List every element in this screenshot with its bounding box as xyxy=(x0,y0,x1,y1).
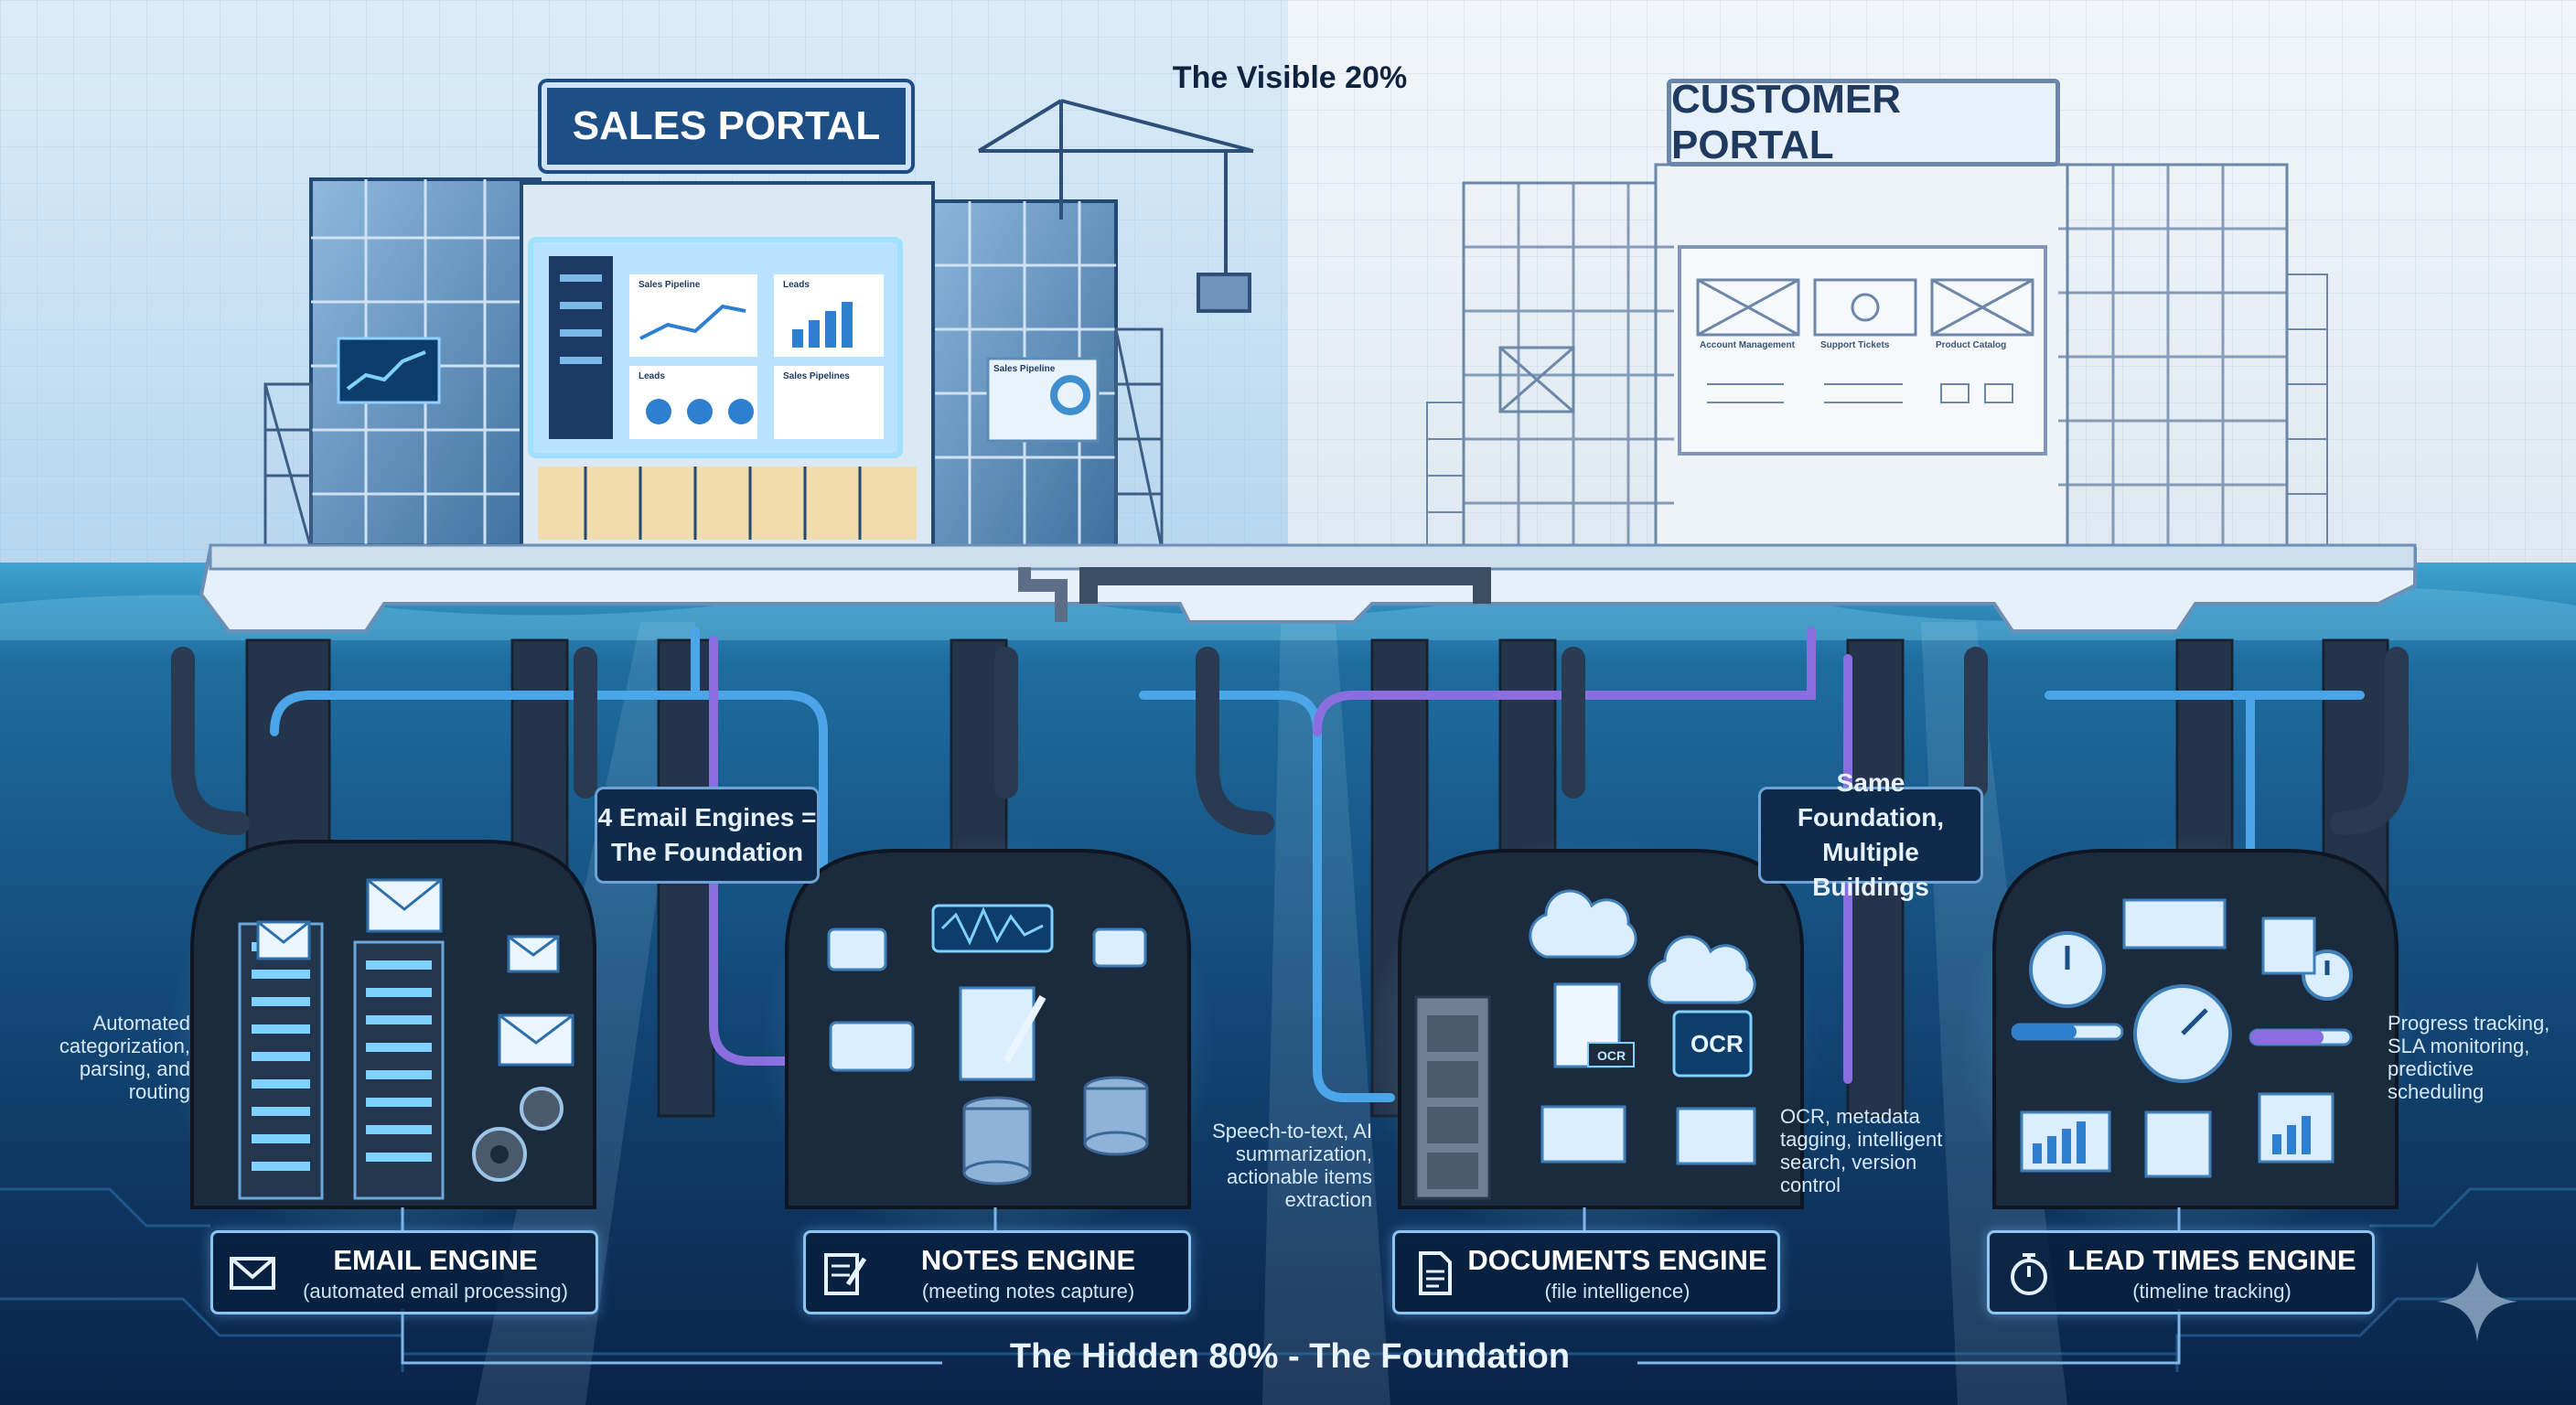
email-engine-title: EMAIL ENGINE xyxy=(333,1244,538,1276)
notes-engine-note: Speech-to-text, AI summarization, action… xyxy=(1212,1120,1372,1211)
sales-portal-sign: SALES PORTAL xyxy=(542,82,911,170)
email-machine xyxy=(165,832,604,1253)
notes-engine-subtitle: (meeting notes capture) xyxy=(921,1280,1135,1303)
customer-screen-account-label: Account Management xyxy=(1700,340,1795,350)
lead-times-engine-title: LEAD TIMES ENGINE xyxy=(2067,1244,2356,1276)
customer-portal-sign: CUSTOMER PORTAL xyxy=(1667,77,2060,167)
sales-portal-buildings xyxy=(263,99,1254,551)
sparkle-icon xyxy=(2437,1261,2517,1342)
hidden-percent-label: The Hidden 80% - The Foundation xyxy=(1009,1337,1571,1376)
notes-engine-title: NOTES ENGINE xyxy=(920,1244,1136,1276)
envelope-icon xyxy=(230,1257,275,1290)
documents-engine-title: DOCUMENTS ENGINE xyxy=(1467,1244,1767,1276)
sales-screen-leads-label-2: Leads xyxy=(639,371,665,381)
notes-engine-card: NOTES ENGINE (meeting notes capture) xyxy=(803,1230,1191,1314)
email-engine-note: Automated categorization, parsing, and r… xyxy=(59,1012,190,1103)
callout-email-engines: 4 Email Engines = The Foundation xyxy=(595,787,820,884)
callout-foundation-line1: Same Foundation, xyxy=(1797,768,1945,831)
ocr-cloud-label: OCR xyxy=(1690,1030,1744,1057)
callout-foundation-line2: Multiple Buildings xyxy=(1812,838,1929,901)
ocr-tag-label: OCR xyxy=(1597,1048,1626,1063)
customer-screen-catalog-label: Product Catalog xyxy=(1936,340,2007,350)
notepad-pen-icon xyxy=(824,1253,867,1295)
visible-percent-label: The Visible 20% xyxy=(1172,60,1408,95)
customer-portal-buildings xyxy=(1426,163,2328,551)
callout-email-line2: The Foundation xyxy=(611,838,803,866)
email-engine-subtitle: (automated email processing) xyxy=(303,1280,568,1303)
notes-machine xyxy=(759,832,1217,1253)
documents-machine xyxy=(1363,832,1820,1253)
sales-screen-pipeline-label: Sales Pipeline xyxy=(639,280,701,290)
sales-side-panel-label: Sales Pipeline xyxy=(993,364,1056,374)
customer-screen-tickets-label: Support Tickets xyxy=(1820,340,1890,350)
email-engine-card: EMAIL ENGINE (automated email processing… xyxy=(210,1230,598,1314)
lead-times-engine-subtitle: (timeline tracking) xyxy=(2132,1280,2292,1303)
documents-engine-card: DOCUMENTS ENGINE (file intelligence) xyxy=(1392,1230,1780,1314)
callout-email-line1: 4 Email Engines = xyxy=(597,803,817,831)
lead-times-engine-note: Progress tracking, SLA monitoring, predi… xyxy=(2388,1012,2550,1103)
document-icon xyxy=(1419,1251,1452,1295)
sales-screen-pipelines-label: Sales Pipelines xyxy=(783,371,850,381)
lead-times-machine xyxy=(1958,832,2415,1253)
lead-times-engine-card: LEAD TIMES ENGINE (timeline tracking) xyxy=(1987,1230,2375,1314)
stopwatch-icon xyxy=(2011,1253,2047,1295)
callout-same-foundation: Same Foundation, Multiple Buildings xyxy=(1758,768,1983,901)
documents-engine-note: OCR, metadata tagging, intelligent searc… xyxy=(1780,1105,1943,1196)
sales-screen-leads-label: Leads xyxy=(783,280,810,290)
documents-engine-subtitle: (file intelligence) xyxy=(1544,1280,1690,1303)
